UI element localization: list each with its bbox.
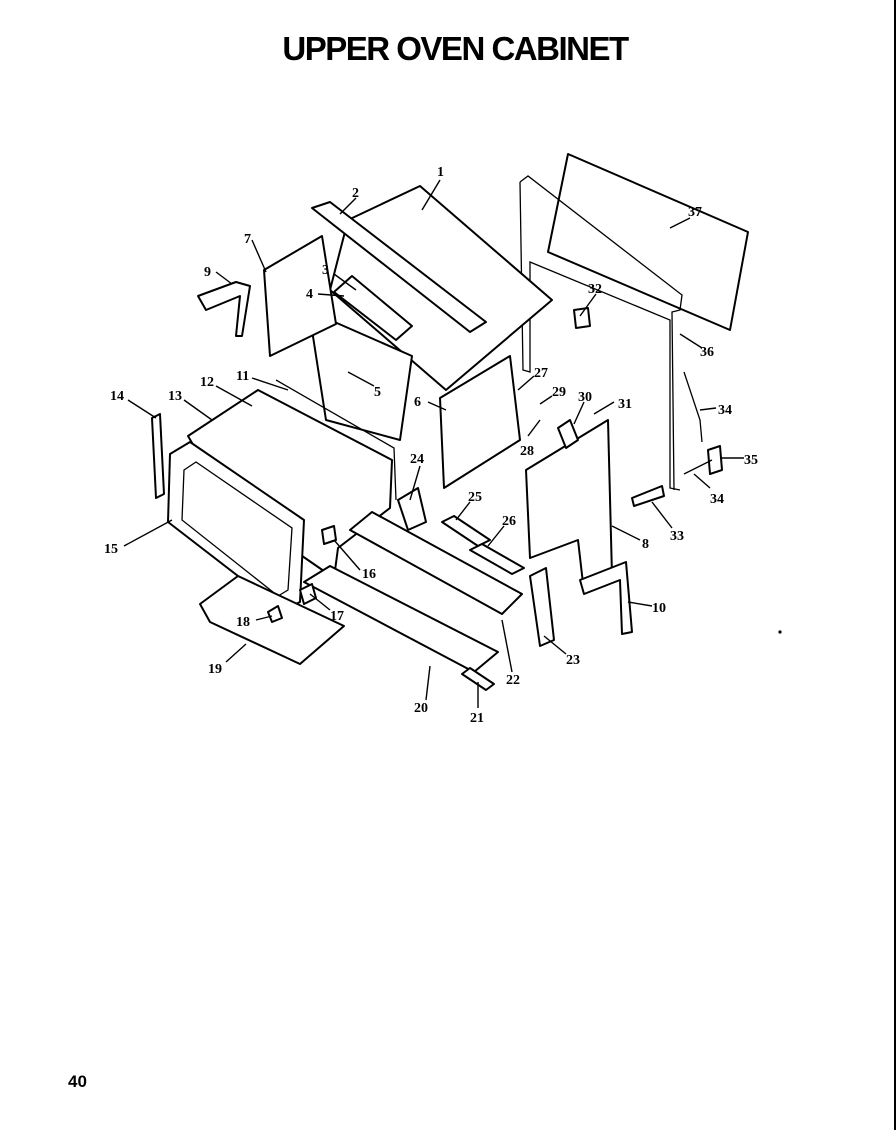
part-label: 18	[236, 615, 250, 630]
part-label: 34	[710, 492, 724, 507]
part-34-rod	[683, 371, 703, 443]
speck	[778, 630, 782, 634]
part-label: 24	[410, 452, 424, 467]
part-label: 31	[618, 397, 632, 412]
part-label: 27	[534, 366, 548, 381]
part-18-clip	[267, 605, 283, 623]
part-label: 35	[744, 453, 758, 468]
part-label: 13	[168, 389, 182, 404]
part-30-bracket	[557, 419, 579, 449]
leader-lines	[123, 179, 744, 708]
part-37-rear-panel	[547, 153, 749, 331]
part-label: 15	[104, 542, 118, 557]
part-14-hinge	[151, 413, 165, 499]
part-label: 34	[718, 403, 732, 418]
part-13-frame-opening	[181, 461, 293, 597]
part-label: 37	[688, 205, 702, 220]
part-label: 4	[306, 287, 313, 302]
part-label: 10	[652, 601, 666, 616]
part-32-clip	[573, 307, 591, 329]
part-label: 36	[700, 345, 714, 360]
part-20-bottom-panel	[303, 565, 499, 673]
part-16-fastener	[321, 525, 337, 545]
part-label: 33	[670, 529, 684, 544]
part-label: 5	[374, 385, 381, 400]
page-title: UPPER OVEN CABINET	[282, 30, 629, 67]
part-label: 32	[588, 282, 602, 297]
part-label: 28	[520, 444, 534, 459]
part-22-front-rail	[349, 511, 523, 615]
part-label: 20	[414, 701, 428, 716]
part-6-side-panel	[439, 355, 521, 489]
part-11-liner-edge	[275, 379, 397, 501]
part-36-rear-frame	[519, 175, 683, 491]
part-33-fastener	[631, 485, 665, 507]
part-3-4-brackets	[333, 275, 413, 341]
part-10-bracket	[579, 561, 633, 635]
part-label: 25	[468, 490, 482, 505]
part-label: 9	[204, 265, 211, 280]
part-23-bracket	[529, 567, 555, 647]
part-label: 1	[437, 165, 444, 180]
part-label: 7	[244, 232, 251, 247]
part-2-top-rail	[311, 201, 487, 333]
part-25-bar	[441, 515, 491, 547]
part-34-rod-lower	[683, 459, 713, 475]
part-label: 23	[566, 653, 580, 668]
page-border	[894, 0, 896, 1130]
part-labels: 1 2 3 4 5 6 7 8 9 10 11 12 13 14 15 16 1…	[104, 165, 758, 726]
part-label: 14	[110, 389, 124, 404]
part-9-strip	[197, 281, 251, 337]
part-label: 3	[322, 263, 329, 278]
part-label: 21	[470, 711, 484, 726]
part-7-left-side	[263, 235, 337, 357]
part-label: 30	[578, 390, 592, 405]
part-label: 8	[642, 537, 649, 552]
part-label: 2	[352, 186, 359, 201]
part-36-rear-frame-inner	[519, 181, 681, 491]
part-label: 11	[236, 369, 249, 384]
part-label: 19	[208, 662, 222, 677]
page-number: 40	[68, 1072, 87, 1091]
part-label: 12	[200, 375, 214, 390]
part-label: 29	[552, 385, 566, 400]
part-26-bar	[469, 543, 525, 575]
part-label: 17	[330, 609, 344, 624]
part-24-element	[397, 487, 427, 531]
part-label: 6	[414, 395, 421, 410]
part-35-clip	[707, 445, 723, 475]
part-label: 16	[362, 567, 376, 582]
part-label: 26	[502, 514, 516, 529]
part-label: 22	[506, 673, 520, 688]
part-17-bracket	[299, 583, 317, 605]
